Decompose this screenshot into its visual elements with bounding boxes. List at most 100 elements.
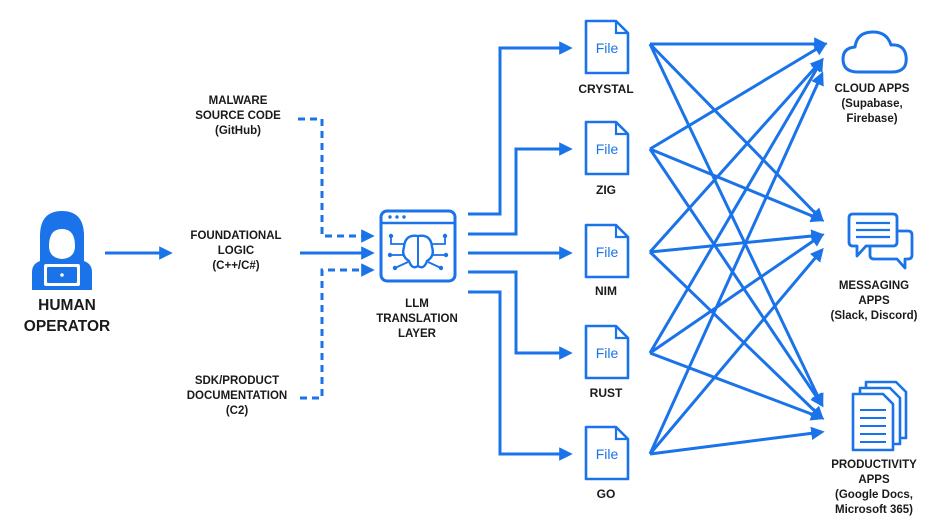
brain-window-icon [379, 209, 457, 283]
circuit-node [388, 233, 394, 239]
language-label-nim: NIM [566, 284, 646, 300]
laptop-logo [60, 273, 64, 277]
language-label: NIM [595, 284, 617, 298]
circuit-node [392, 265, 398, 271]
arrow-go-to-productivity [649, 426, 825, 456]
arrow-crystal-to-messaging [648, 42, 824, 222]
circuit-node [443, 252, 449, 258]
target-label-line: CLOUD APPS [834, 83, 910, 95]
input-label-logic: FOUNDATIONAL LOGIC (C++/C#) [178, 229, 294, 274]
file-icon-rust: File [584, 324, 630, 380]
input-label-line: (C++/C#) [212, 259, 260, 272]
document-sheet [851, 392, 895, 452]
language-label-rust: RUST [566, 386, 646, 402]
arrow-nim-to-productivity [648, 250, 824, 420]
target-label-line: (Google Docs, [835, 488, 913, 501]
file-icon-zig: File [584, 120, 630, 176]
target-label-productivity: PRODUCTIVITY APPS (Google Docs, Microsof… [816, 458, 932, 518]
file-icon-crystal: File [584, 19, 630, 75]
brain-right-lobe [417, 234, 435, 269]
face-cutout [49, 229, 75, 259]
file-icon-go: File [584, 425, 630, 481]
language-label: RUST [589, 386, 623, 400]
arrow-rust-to-productivity [649, 351, 825, 421]
file-corner-fold [614, 427, 628, 441]
chat-bubble-front [847, 212, 899, 258]
arrow-go-to-cloud [648, 71, 824, 455]
arrow-llm-to-go [468, 290, 573, 461]
target-label-messaging: MESSAGING APPS (Slack, Discord) [816, 279, 932, 324]
arrow-rust-to-cloud [648, 57, 824, 354]
operator-label-line: OPERATOR [23, 317, 111, 335]
circuit-node [442, 233, 448, 239]
input-label-line: (GitHub) [215, 124, 261, 137]
circuit-node [387, 252, 393, 258]
arrow-rust-to-messaging [649, 233, 825, 355]
input-label-line: LOGIC [217, 244, 255, 257]
arrow-zig-to-messaging [649, 147, 825, 223]
documents-icon [851, 380, 908, 452]
file-icon-text: File [596, 141, 619, 157]
target-label-line: MESSAGING [838, 280, 910, 292]
input-label-line: FOUNDATIONAL [190, 230, 282, 242]
input-label-line: (C2) [225, 404, 249, 417]
file-corner-fold [614, 326, 628, 340]
file-icon-text: File [596, 345, 619, 361]
file-icon-text: File [596, 40, 619, 56]
hooded-hacker-with-laptop-icon [32, 211, 92, 290]
arrow-crystal-to-productivity [648, 43, 824, 408]
arrow-nim-to-cloud [648, 57, 824, 254]
target-label-line: (Slack, Discord) [830, 309, 918, 322]
window-dot [388, 215, 392, 219]
circuit-node [438, 265, 444, 271]
chat-bubbles-icon [847, 212, 914, 270]
cloud-icon [841, 30, 908, 74]
brain-left-lobe [401, 234, 419, 269]
arrow-sdk-to-llm [300, 263, 375, 400]
circuit-trace [390, 236, 404, 245]
arrow-llm-to-zig [468, 142, 573, 236]
llm-label-line: LAYER [398, 327, 436, 340]
input-label-line: SDK/PRODUCT [194, 375, 280, 387]
arrow-zig-to-cloud [649, 42, 828, 151]
arrow-nim-to-messaging [649, 229, 825, 254]
arrow-zig-to-productivity [648, 148, 824, 408]
window-dot [402, 215, 406, 219]
target-label-line: (Supabase, [841, 97, 903, 110]
target-label-line: Firebase) [846, 112, 898, 125]
target-label-line: APPS [858, 473, 890, 486]
language-label-go: GO [566, 487, 646, 503]
input-label-line: MALWARE [208, 95, 268, 107]
llm-label-line: LLM [405, 298, 429, 310]
operator-label: HUMAN OPERATOR [22, 296, 112, 338]
llm-label-line: TRANSLATION [376, 312, 458, 325]
target-label-cloud: CLOUD APPS (Supabase, Firebase) [814, 82, 930, 127]
file-corner-fold [614, 21, 628, 35]
language-label: CRYSTAL [578, 82, 634, 96]
language-label: GO [596, 487, 616, 501]
target-label-line: Microsoft 365) [835, 503, 913, 516]
arrow-go-to-messaging [648, 247, 824, 455]
arrow-malware-to-llm [298, 117, 375, 243]
connectors [105, 37, 828, 461]
circuit-trace [394, 261, 409, 269]
llm-label: LLM TRANSLATION LAYER [362, 297, 472, 342]
input-label-line: SOURCE CODE [195, 109, 281, 122]
input-label-line: DOCUMENTATION [186, 389, 288, 402]
arrow-llm-to-rust [468, 270, 573, 360]
file-icon-text: File [596, 244, 619, 260]
file-corner-fold [614, 122, 628, 136]
arrow-llm-to-crystal [468, 41, 573, 216]
circuit-trace [432, 236, 446, 245]
input-label-sdk: SDK/PRODUCT DOCUMENTATION (C2) [178, 374, 296, 419]
language-label-crystal: CRYSTAL [566, 82, 646, 98]
language-label-zig: ZIG [566, 183, 646, 199]
window-dot [395, 215, 399, 219]
file-icon-text: File [596, 446, 619, 462]
file-icon-nim: File [584, 223, 630, 279]
laptop-base [36, 286, 88, 290]
operator-label-line: HUMAN [38, 297, 96, 314]
target-label-line: APPS [858, 294, 890, 307]
